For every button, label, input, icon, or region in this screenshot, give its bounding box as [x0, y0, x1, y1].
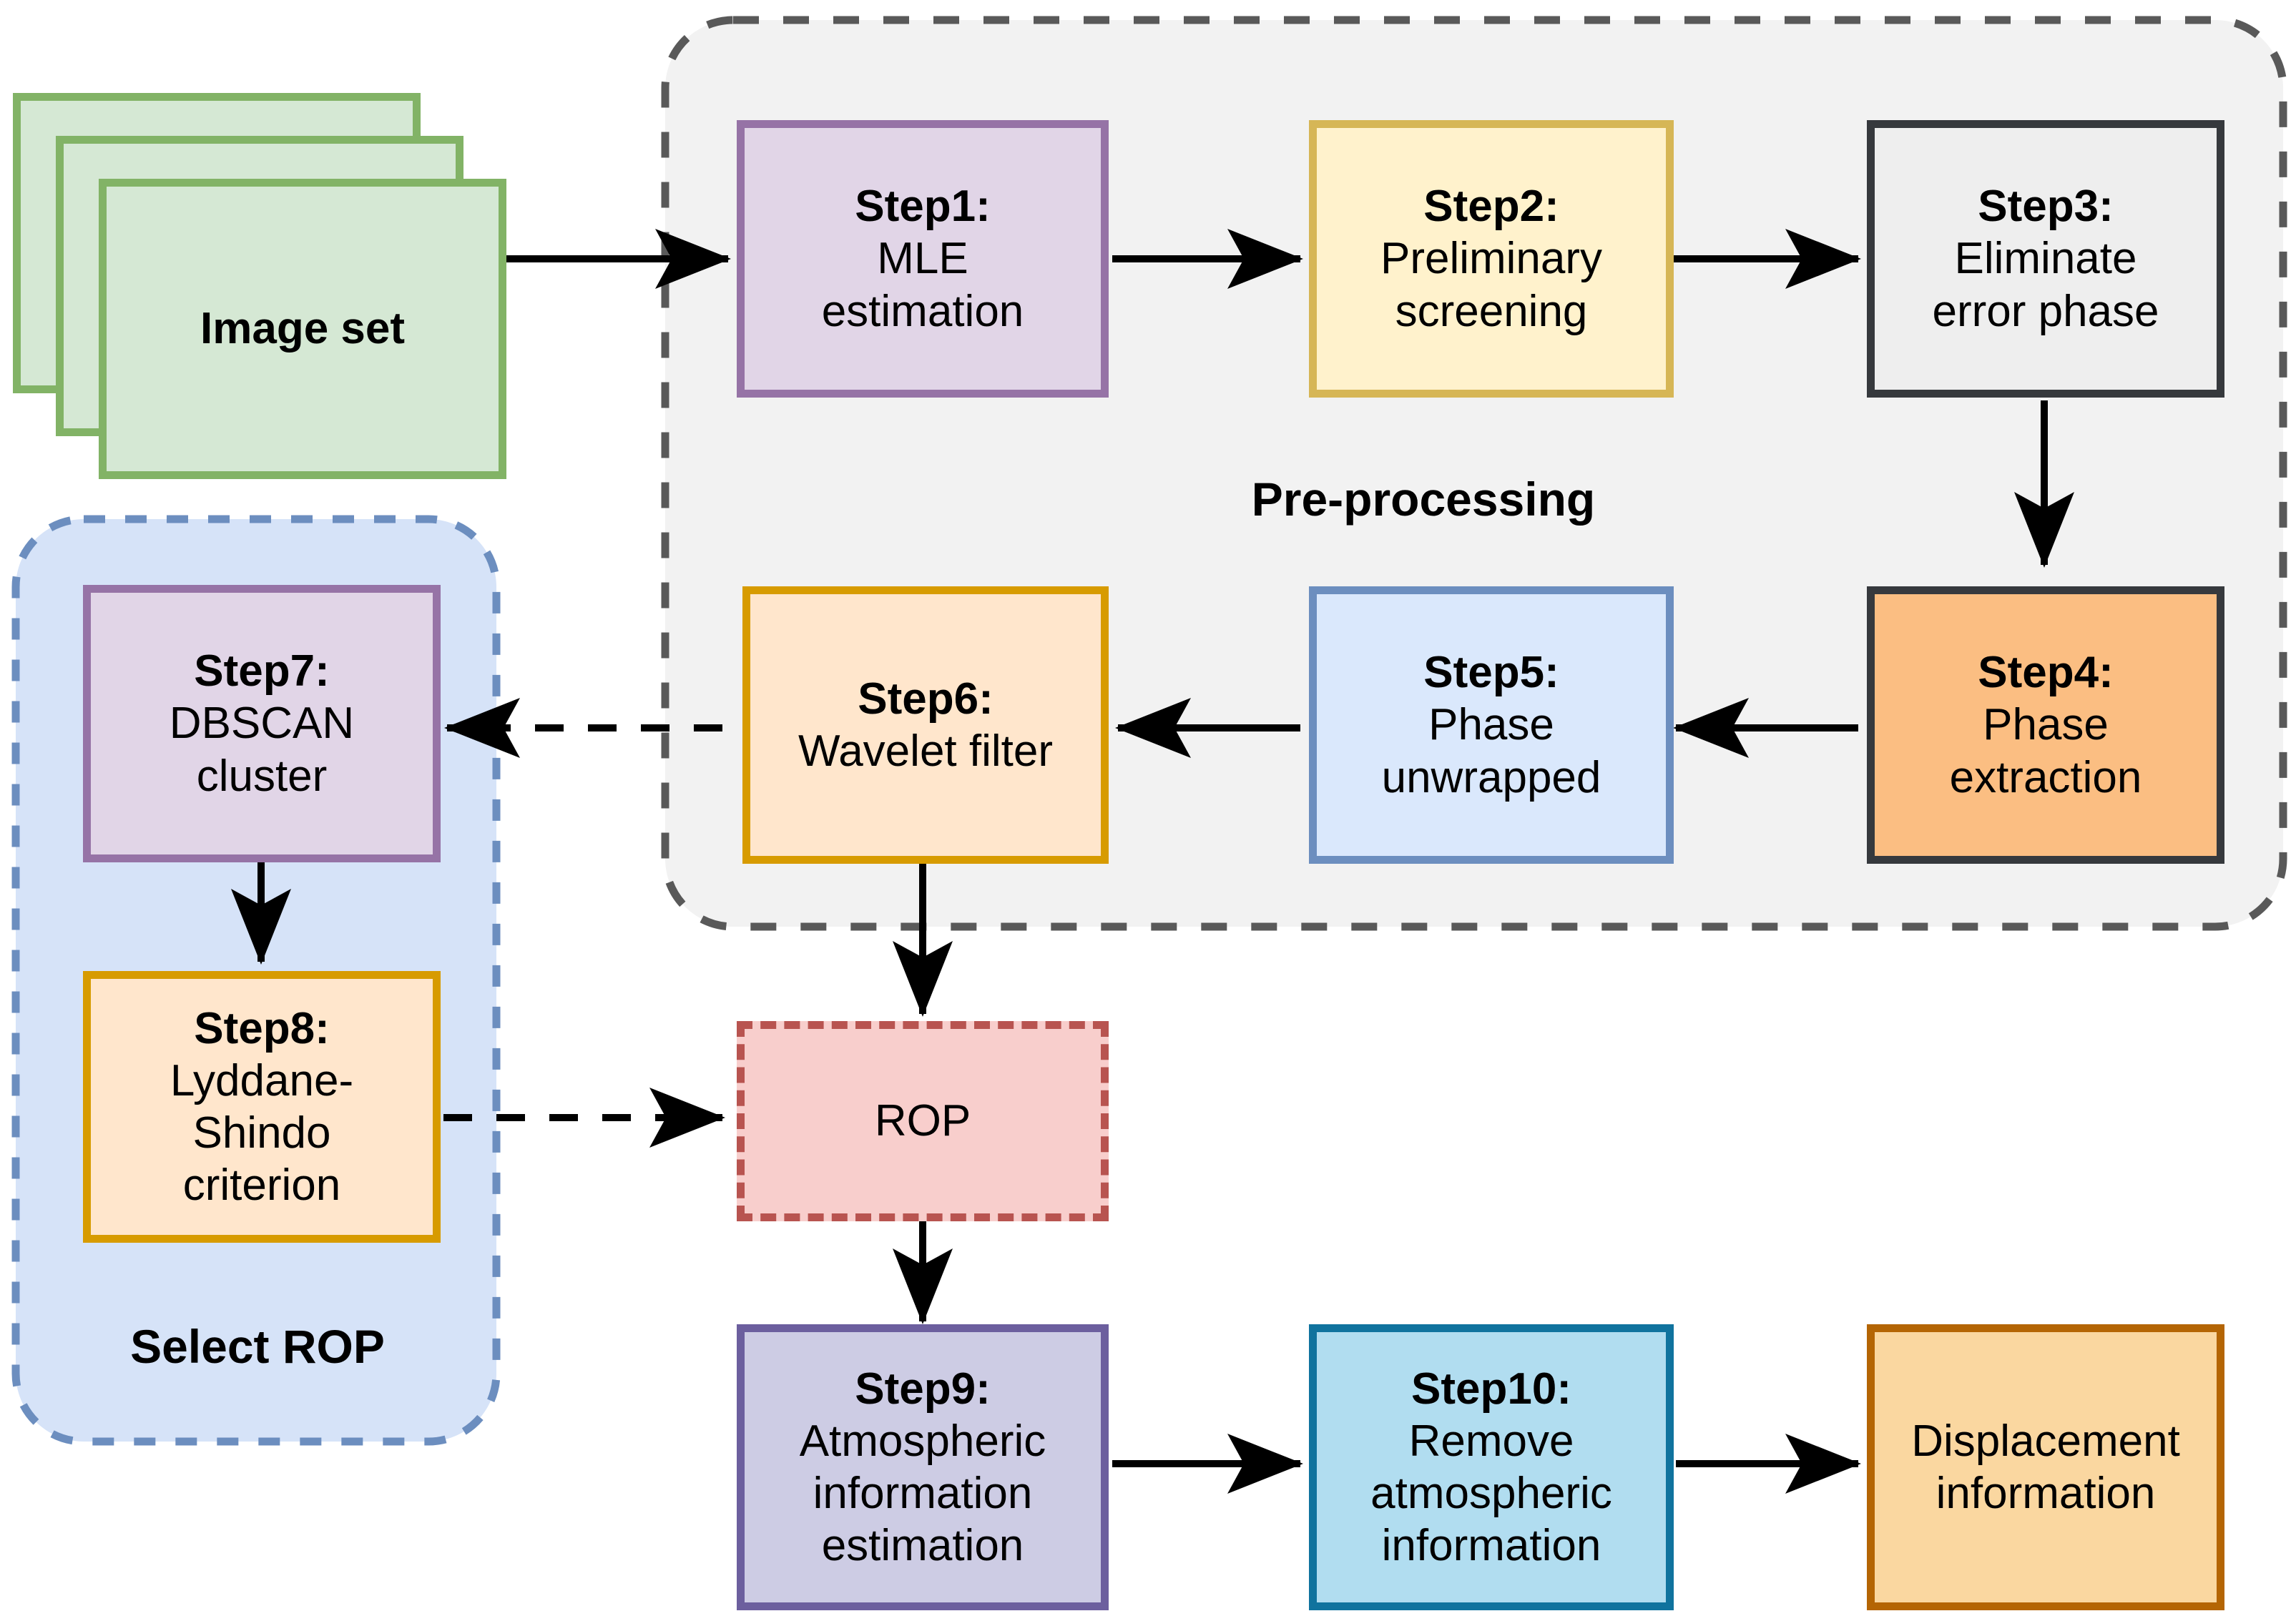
step7-title: Step7: [194, 646, 330, 696]
displacement-line2: information [1936, 1469, 2156, 1518]
step9-line3: estimation [821, 1521, 1024, 1571]
node-step2[interactable]: Step2: Preliminary screening [1309, 120, 1674, 398]
step10-line1: Remove [1408, 1416, 1574, 1466]
image-set-label: Image set [200, 304, 406, 354]
step8-line3: criterion [182, 1161, 341, 1211]
node-step8[interactable]: Step8: Lyddane- Shindo criterion [83, 971, 441, 1243]
select-rop-label: Select ROP [130, 1320, 385, 1373]
step7-line2: cluster [196, 751, 328, 801]
node-step9[interactable]: Step9: Atmospheric information estimatio… [737, 1324, 1109, 1610]
step4-line2: extraction [1949, 752, 2142, 802]
node-step5[interactable]: Step5: Phase unwrapped [1309, 586, 1674, 864]
step9-line2: information [813, 1469, 1033, 1518]
node-step10[interactable]: Step10: Remove atmospheric information [1309, 1324, 1674, 1610]
step2-line1: Preliminary [1380, 234, 1603, 284]
step3-line2: error phase [1932, 286, 2159, 336]
step5-line2: unwrapped [1381, 752, 1601, 802]
step9-title: Step9: [855, 1364, 991, 1414]
node-step4[interactable]: Step4: Phase extraction [1867, 586, 2224, 864]
step10-line3: information [1381, 1521, 1601, 1571]
step9-line1: Atmospheric [799, 1416, 1046, 1466]
step3-line1: Eliminate [1954, 234, 2137, 284]
step5-line1: Phase [1428, 700, 1554, 750]
step1-title: Step1: [855, 182, 991, 232]
step1-line2: estimation [821, 286, 1024, 336]
node-step1[interactable]: Step1: MLE estimation [737, 120, 1109, 398]
step4-title: Step4: [1978, 648, 2114, 698]
step2-line2: screening [1395, 286, 1588, 336]
node-step7[interactable]: Step7: DBSCAN cluster [83, 585, 441, 862]
step8-line1: Lyddane- [170, 1055, 354, 1105]
step8-line2: Shindo [192, 1108, 331, 1158]
step10-title: Step10: [1411, 1364, 1571, 1414]
node-rop[interactable]: ROP [737, 1021, 1109, 1221]
step3-title: Step3: [1978, 182, 2114, 232]
step6-title: Step6: [858, 674, 994, 724]
step1-line1: MLE [877, 234, 968, 284]
pre-processing-label: Pre-processing [1251, 473, 1596, 526]
displacement-line1: Displacement [1911, 1416, 2180, 1466]
step7-line1: DBSCAN [169, 699, 355, 749]
step4-line1: Phase [1983, 700, 2109, 750]
node-image-set[interactable]: Image set [99, 179, 506, 479]
node-step3[interactable]: Step3: Eliminate error phase [1867, 120, 2224, 398]
node-step6[interactable]: Step6: Wavelet filter [742, 586, 1109, 864]
rop-label: ROP [874, 1096, 971, 1146]
step6-line1: Wavelet filter [798, 726, 1053, 776]
step8-title: Step8: [194, 1003, 330, 1053]
node-displacement-information[interactable]: Displacement information [1867, 1324, 2224, 1610]
step5-title: Step5: [1423, 648, 1559, 698]
step2-title: Step2: [1423, 182, 1559, 232]
step10-line2: atmospheric [1370, 1469, 1612, 1518]
